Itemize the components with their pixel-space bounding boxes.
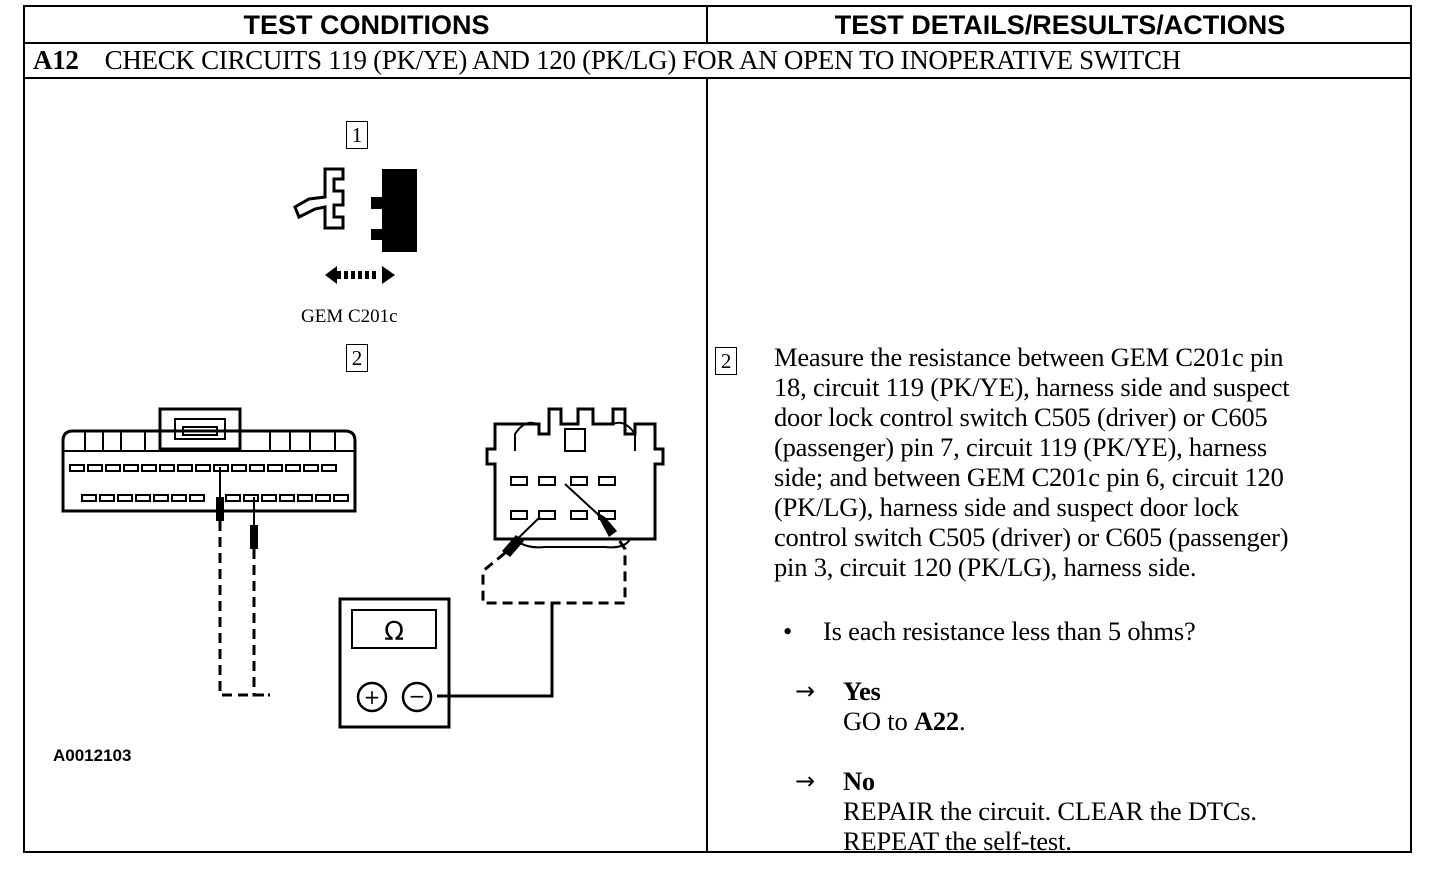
column-divider: [706, 79, 708, 851]
switch-test-leads: [437, 536, 627, 698]
test-code: A12: [33, 45, 79, 75]
details-step-box: 2: [715, 347, 737, 375]
title-rule: [25, 77, 1410, 79]
yes-action-prefix: GO to: [843, 706, 914, 736]
connector-label: GEM C201c: [301, 306, 398, 327]
header-test-conditions: TEST CONDITIONS: [243, 10, 490, 40]
switch-connector: [485, 407, 665, 549]
instruction-line: side; and between GEM C201c pin 6, circu…: [774, 462, 1284, 492]
no-action-line-2: REPEAT the self-test.: [843, 826, 1072, 856]
yes-action: GO to A22.: [843, 706, 966, 736]
instruction-line: (passenger) pin 7, circuit 119 (PK/YE), …: [774, 432, 1267, 462]
gem-c201c-connector: [61, 407, 357, 513]
question-text: Is each resistance less than 5 ohms?: [823, 616, 1196, 646]
instruction-line: pin 3, circuit 120 (PK/LG), harness side…: [774, 552, 1197, 582]
test-title-row: A12 CHECK CIRCUITS 119 (PK/YE) AND 120 (P…: [33, 43, 1181, 77]
minus-symbol: −: [409, 684, 426, 708]
switch-probes: [502, 483, 617, 557]
ohmmeter: [338, 597, 451, 729]
measure-instructions: Measure the resistance between GEM C201c…: [774, 342, 1394, 582]
instruction-line: Measure the resistance between GEM C201c…: [774, 342, 1284, 372]
plus-symbol: +: [364, 685, 381, 709]
instruction-line: 18, circuit 119 (PK/YE), harness side an…: [774, 372, 1290, 402]
test-table: TEST CONDITIONS TEST DETAILS/RESULTS/ACT…: [23, 5, 1412, 856]
connector-disconnect-diagram: Ω + −: [61, 167, 665, 729]
bullet-icon: •: [783, 616, 793, 646]
header-rule: [25, 42, 1410, 44]
gem-probes: [216, 467, 258, 549]
test-conditions-panel: 1: [25, 79, 708, 853]
test-title: CHECK CIRCUITS 119 (PK/YE) AND 120 (PK/L…: [104, 45, 1182, 75]
instruction-line: control switch C505 (driver) or C605 (pa…: [774, 522, 1289, 552]
header-divider: [706, 7, 708, 42]
yes-action-target: A22: [913, 706, 959, 736]
disconnect-connector-icon: [293, 167, 417, 252]
arrow-right-icon: →: [795, 767, 815, 795]
no-action-line-1: REPAIR the circuit. CLEAR the DTCs.: [843, 796, 1257, 826]
double-arrow-icon: [325, 266, 395, 284]
ohm-symbol: Ω: [384, 617, 404, 647]
instruction-line: door lock control switch C505 (driver) o…: [774, 402, 1268, 432]
arrow-right-icon: →: [795, 677, 815, 705]
step-2-box: 2: [346, 344, 368, 372]
no-label: No: [843, 766, 875, 796]
instruction-line: (PK/LG), harness side and suspect door l…: [774, 492, 1239, 522]
yes-label: Yes: [843, 676, 881, 706]
yes-action-suffix: .: [958, 706, 966, 736]
header-test-details: TEST DETAILS/RESULTS/ACTIONS: [834, 10, 1286, 40]
step-1-box: 1: [346, 121, 368, 149]
gem-test-leads: [218, 521, 270, 697]
figure-id: A0012103: [53, 746, 132, 765]
